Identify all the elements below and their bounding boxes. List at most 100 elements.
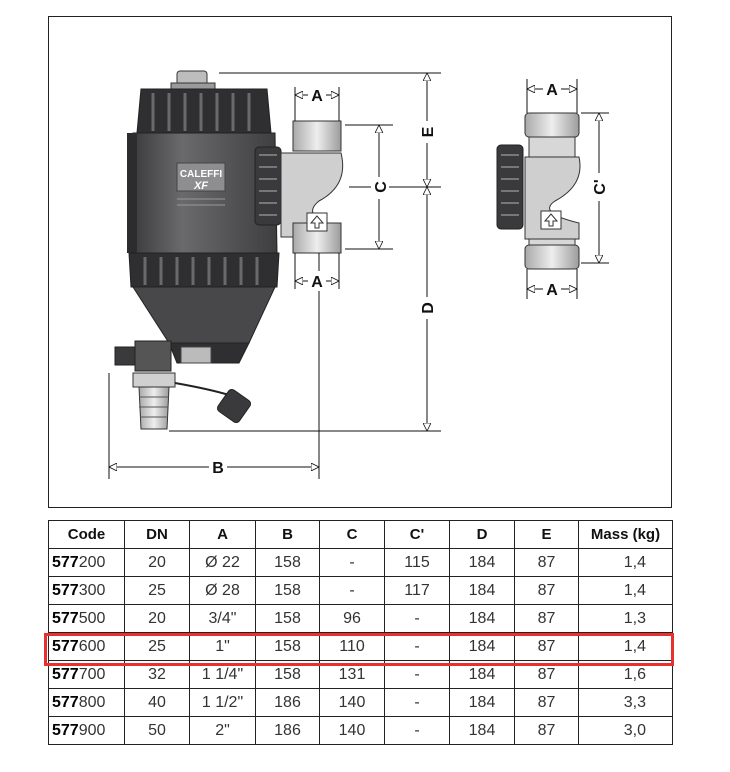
cell-code: 577700 [48,660,125,689]
technical-drawing: CALEFFI XF [48,16,672,508]
header-c: C [319,520,385,549]
cell-a: 2" [189,716,256,745]
cell-code: 577600 [48,632,125,661]
cell-dn: 20 [124,548,190,577]
dim-label-a-front-top: A [546,82,558,99]
cell-c: - [319,576,385,605]
cell-code: 577500 [48,604,125,633]
code-suffix: 800 [78,693,106,711]
code-prefix: 577 [52,637,79,655]
cell-c: 96 [319,604,385,633]
cell-b: 158 [255,576,320,605]
code-suffix: 500 [78,609,106,627]
cell-c-prime: - [384,632,450,661]
cell-b: 158 [255,632,320,661]
code-suffix: 200 [78,553,106,571]
cell-d: 184 [449,716,515,745]
code-prefix: 577 [52,581,79,599]
model-logo: XF [193,180,208,192]
cell-a: 1 1/4" [189,660,256,689]
cell-mass: 1,6 [578,660,673,689]
cell-b: 158 [255,604,320,633]
cell-e: 87 [514,576,579,605]
cell-c-prime: - [384,716,450,745]
cell-c-prime: 117 [384,576,450,605]
cell-code: 577200 [48,548,125,577]
header-dn: DN [124,520,190,549]
cell-dn: 25 [124,576,190,605]
cell-e: 87 [514,660,579,689]
code-prefix: 577 [52,553,79,571]
header-code: Code [48,520,125,549]
dim-label-a-front-bottom: A [546,282,558,299]
code-prefix: 577 [52,665,79,683]
cell-d: 184 [449,576,515,605]
cell-code: 577300 [48,576,125,605]
code-prefix: 577 [52,693,79,711]
cell-dn: 40 [124,688,190,717]
cell-d: 184 [449,604,515,633]
dim-label-c-prime: C' [592,179,609,194]
code-prefix: 577 [52,721,79,739]
code-suffix: 700 [78,665,106,683]
cell-c-prime: 115 [384,548,450,577]
cell-b: 158 [255,660,320,689]
cell-c: 131 [319,660,385,689]
cell-d: 184 [449,688,515,717]
cell-d: 184 [449,660,515,689]
cell-mass: 1,4 [578,548,673,577]
cell-mass: 1,4 [578,576,673,605]
cell-mass: 3,3 [578,688,673,717]
cell-mass: 3,0 [578,716,673,745]
header-a: A [189,520,256,549]
dim-label-d: D [420,302,437,314]
header-e: E [514,520,579,549]
code-suffix: 600 [78,637,106,655]
cell-mass: 1,4 [578,632,673,661]
cell-d: 184 [449,548,515,577]
cell-code: 577800 [48,688,125,717]
cell-a: 1" [189,632,256,661]
cell-c: 140 [319,688,385,717]
dim-label-a-side-bottom: A [311,274,323,291]
brand-logo: CALEFFI [180,169,222,180]
cell-a: 1 1/2" [189,688,256,717]
cell-dn: 50 [124,716,190,745]
cell-dn: 25 [124,632,190,661]
dim-label-b: B [212,460,224,477]
cell-c: 140 [319,716,385,745]
dim-label-c: C [373,181,390,193]
header-c-prime: C' [384,520,450,549]
cell-c-prime: - [384,688,450,717]
header-mass: Mass (kg) [578,520,673,549]
cell-code: 577900 [48,716,125,745]
cell-c-prime: - [384,604,450,633]
cell-dn: 20 [124,604,190,633]
header-d: D [449,520,515,549]
cell-a: 3/4" [189,604,256,633]
cell-c: 110 [319,632,385,661]
cell-b: 186 [255,688,320,717]
cell-a: Ø 22 [189,548,256,577]
dim-label-a-side-top: A [311,88,323,105]
drawing-svg: CALEFFI XF [108,70,609,479]
cell-b: 186 [255,716,320,745]
cell-e: 87 [514,548,579,577]
cell-e: 87 [514,604,579,633]
code-prefix: 577 [52,609,79,627]
cell-c-prime: - [384,660,450,689]
header-b: B [255,520,320,549]
cell-a: Ø 28 [189,576,256,605]
code-suffix: 300 [78,581,106,599]
separator-front-view [496,112,581,270]
cell-e: 87 [514,716,579,745]
separator-side-view: CALEFFI XF [114,70,344,430]
cell-dn: 32 [124,660,190,689]
